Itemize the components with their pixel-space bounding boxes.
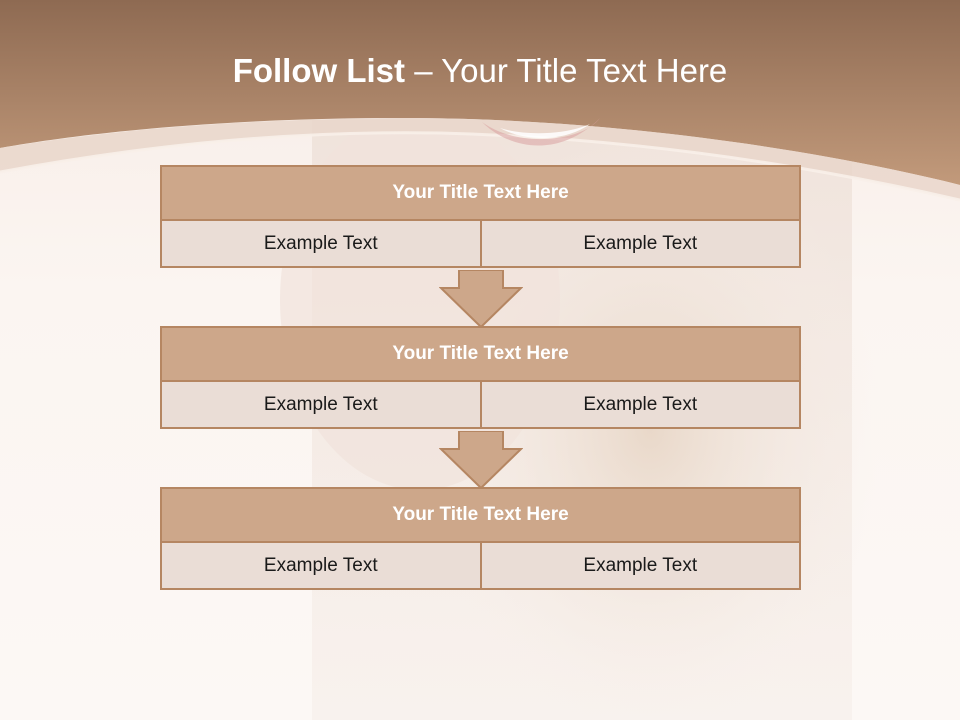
title-bold: Follow List (232, 52, 406, 89)
down-arrow-1 (439, 270, 523, 328)
flow-step-row: Example Text Example Text (160, 380, 801, 429)
header-highlight (0, 131, 960, 202)
flow-step-2: Your Title Text Here Example Text Exampl… (160, 326, 801, 429)
flow-step-3: Your Title Text Here Example Text Exampl… (160, 487, 801, 590)
flow-step-title: Your Title Text Here (160, 487, 801, 543)
flow-step-right-text: Example Text (479, 541, 801, 590)
flow-step-left-text: Example Text (160, 380, 482, 429)
flow-step-row: Example Text Example Text (160, 541, 801, 590)
flow-step-title: Your Title Text Here (160, 326, 801, 382)
title-rest: – Your Title Text Here (405, 52, 728, 89)
down-arrow-2 (439, 431, 523, 489)
flow-step-title: Your Title Text Here (160, 165, 801, 221)
flow-step-right-text: Example Text (479, 219, 801, 268)
header-band (0, 0, 960, 185)
flow-step-left-text: Example Text (160, 219, 482, 268)
flow-step-right-text: Example Text (479, 380, 801, 429)
flow-step-row: Example Text Example Text (160, 219, 801, 268)
flow-step-left-text: Example Text (160, 541, 482, 590)
flow-step-1: Your Title Text Here Example Text Exampl… (160, 165, 801, 268)
smile-shape (482, 118, 600, 146)
teeth-shape (500, 124, 590, 139)
slide-title: Follow List – Your Title Text Here (0, 52, 960, 90)
